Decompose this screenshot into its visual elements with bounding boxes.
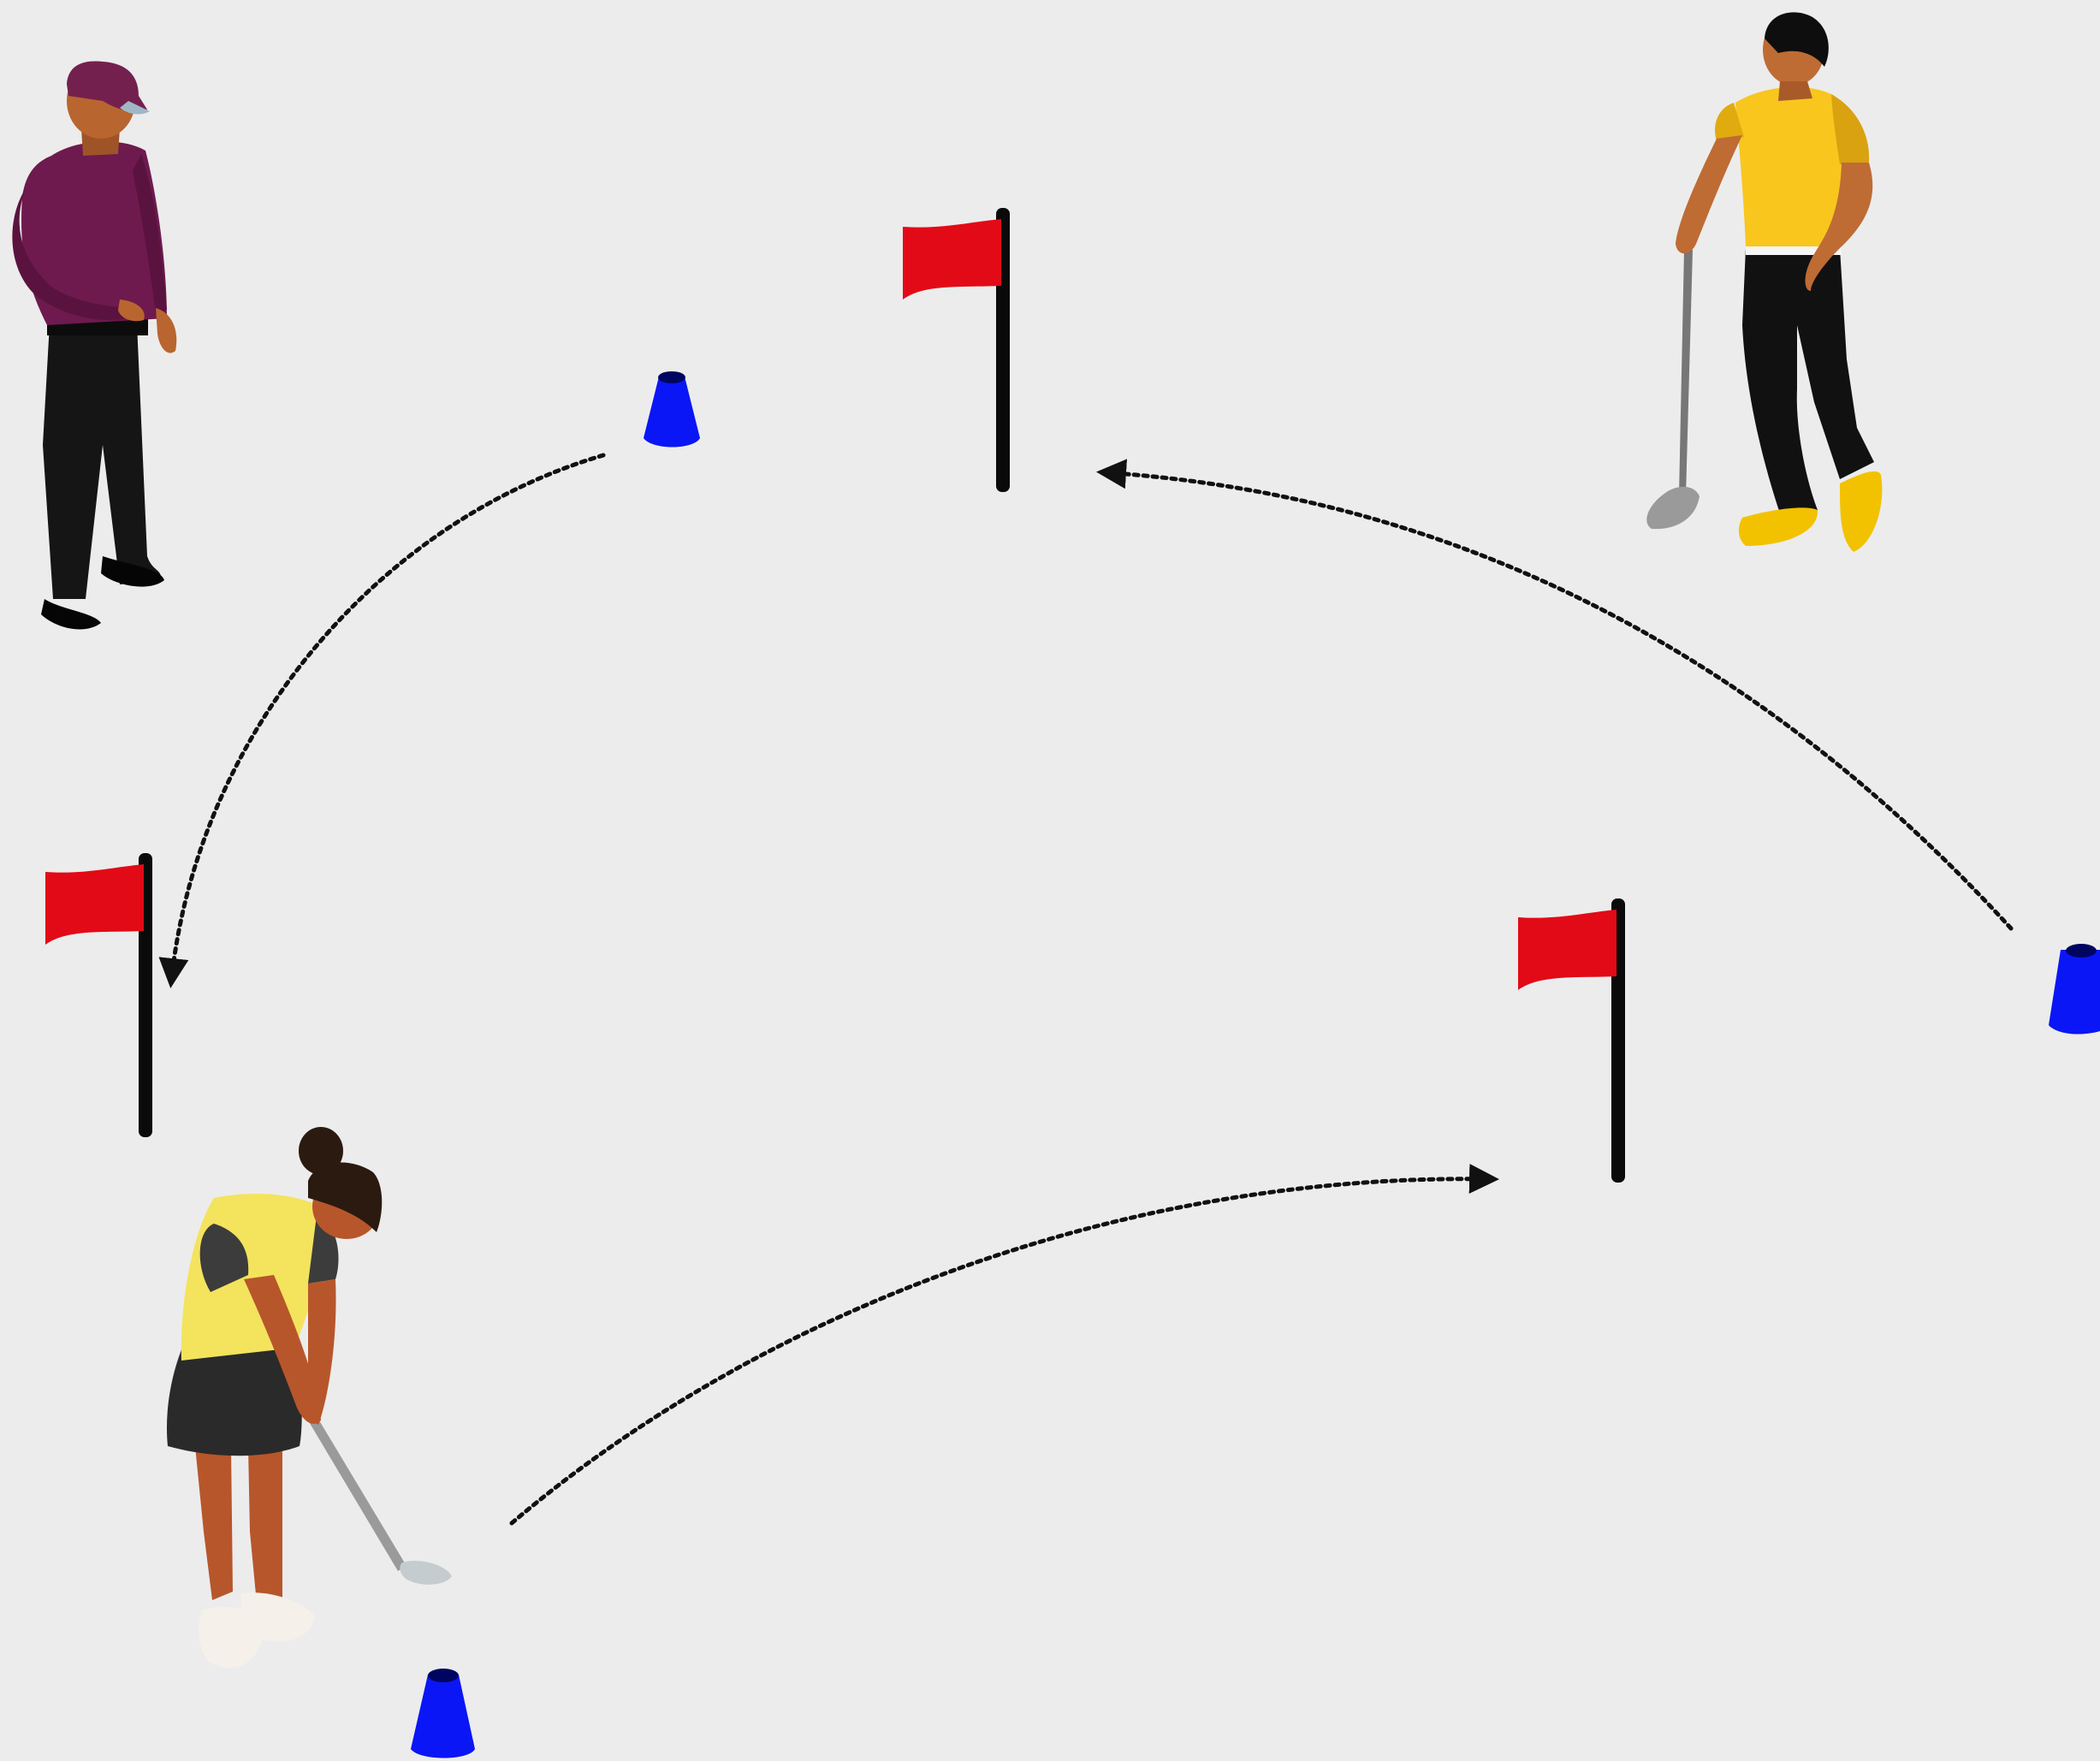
golf-drill-diagram — [0, 0, 2100, 1761]
